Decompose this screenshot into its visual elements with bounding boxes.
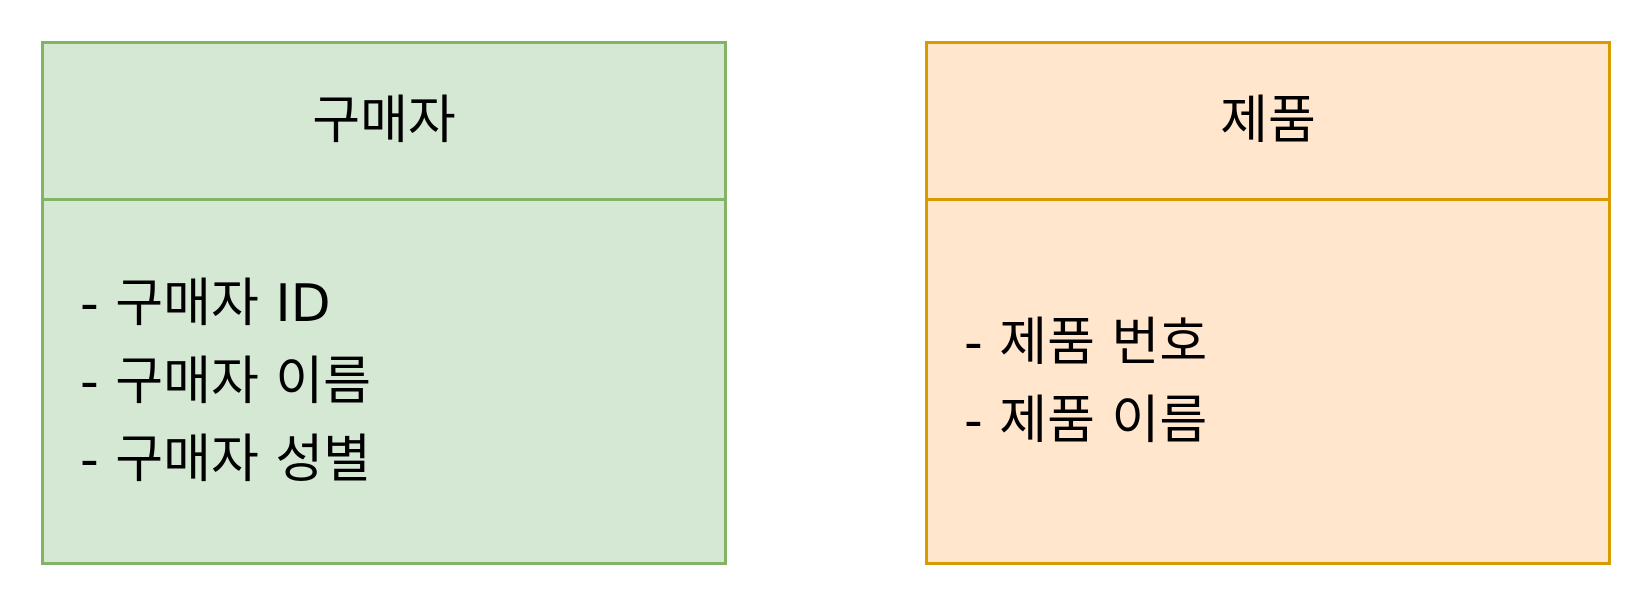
entity-product-header: 제품 [928,44,1608,201]
product-attribute-number: - 제품 번호 [964,312,1208,373]
buyer-attribute-id: - 구매자 ID [80,273,331,334]
entity-buyer-attributes: - 구매자 ID - 구매자 이름 - 구매자 성별 [44,201,724,562]
entity-buyer-title: 구매자 [312,91,456,151]
entity-product-title: 제품 [1220,91,1316,151]
entity-product[interactable]: 제품 - 제품 번호 - 제품 이름 [925,41,1611,565]
entity-buyer-header: 구매자 [44,44,724,201]
buyer-attribute-gender: - 구매자 성별 [80,429,372,490]
entity-buyer[interactable]: 구매자 - 구매자 ID - 구매자 이름 - 구매자 성별 [41,41,727,565]
product-attribute-name: - 제품 이름 [964,390,1208,451]
buyer-attribute-name: - 구매자 이름 [80,351,372,412]
entity-product-attributes: - 제품 번호 - 제품 이름 [928,201,1608,562]
